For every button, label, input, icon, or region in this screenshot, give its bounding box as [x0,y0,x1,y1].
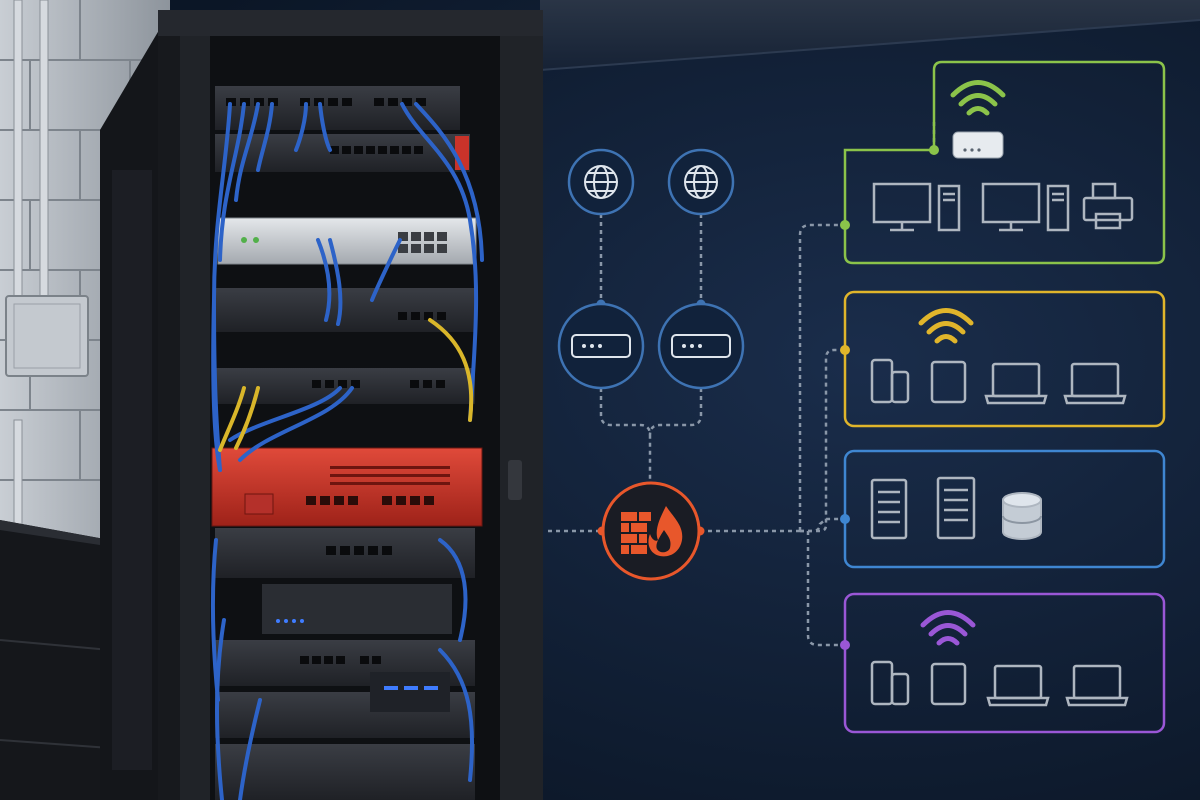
desktop-monitor-icon [981,182,1041,232]
rack-rail-left [180,36,210,800]
wifi-icon [920,610,976,646]
zone-wired-office [843,60,1166,265]
ceiling-edge [539,19,1200,71]
rack-unit-lower-1 [215,528,475,578]
modem-icon [571,334,631,358]
rack-door-handle [508,460,522,500]
database-icon [1002,492,1042,540]
globe-icon [584,165,618,199]
tablet-icon [930,662,967,706]
network-links [548,120,936,647]
laptop-icon [986,664,1050,707]
firewall-icon [621,506,683,557]
rack-unit-lower-2 [262,584,452,634]
zone-servers [843,449,1166,569]
server-icon [870,478,908,540]
firewall-appliance [211,447,483,527]
firewall-node [601,481,701,581]
internet-globe-2 [667,148,735,216]
smartphone-icon [870,660,910,706]
rack-unit-router [215,288,475,332]
link-core-zone-yellow [800,348,845,533]
pc-tower-icon [937,184,961,232]
link-modem1-firewall [599,388,652,488]
electrical-box [5,295,89,377]
patch-cables-yellow [218,318,474,452]
link-core-zone-green [798,223,845,531]
wifi-icon [918,308,974,344]
patch-cables-blue [210,102,484,800]
ceiling [540,0,1200,70]
desk-cabinet [0,520,120,800]
server-icon [936,476,976,540]
laptop-icon [1063,362,1127,405]
desktop-monitor-icon [872,182,932,232]
patch-panel [215,86,460,130]
modem-1 [557,302,645,390]
internet-globe-1 [567,148,635,216]
tablet-icon [930,360,967,404]
zone-wireless-guest [843,592,1166,734]
silver-switch [217,217,477,265]
printer-icon [1082,182,1134,230]
pc-tower-icon [1046,184,1070,232]
link-core-zone-purple [806,531,845,647]
rack-unit-lower-4 [215,672,475,738]
rack-rail-right [500,36,543,800]
laptop-icon [1065,664,1129,707]
rack-unit-lower-5 [215,744,475,800]
network-switch [215,134,470,172]
link-core-zone-blue [800,517,845,533]
smartphone-icon [870,358,910,404]
modem-icon [671,334,731,358]
server-rack [100,10,543,800]
modem-2 [657,302,745,390]
globe-icon [684,165,718,199]
link-modem2-firewall [648,388,703,436]
wifi-icon [950,80,1006,116]
access-point-icon [952,131,1004,159]
zone-wireless-staff [843,290,1166,428]
laptop-icon [984,362,1048,405]
